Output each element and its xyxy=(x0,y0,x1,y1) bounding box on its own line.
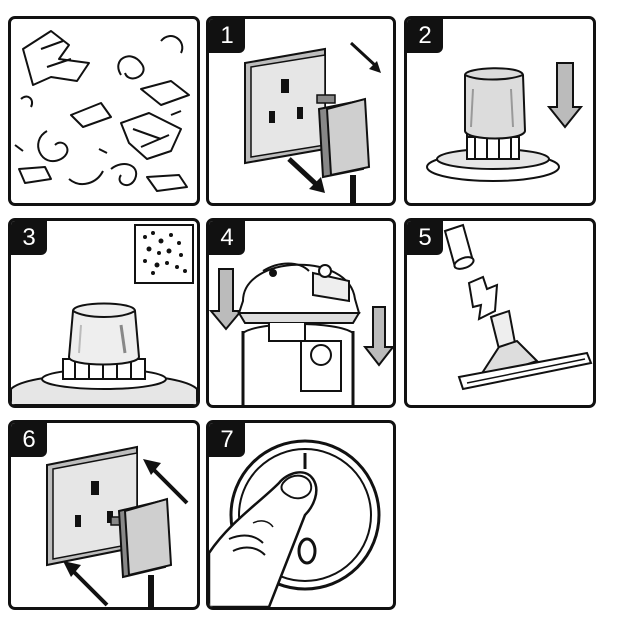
debris-illustration xyxy=(14,30,190,192)
step-number-badge: 6 xyxy=(11,423,47,457)
step-number-badge: 5 xyxy=(407,221,443,255)
step-number-badge: 2 xyxy=(407,19,443,53)
attach-nozzle-illustration xyxy=(443,223,593,391)
panel-step-3: 3 xyxy=(8,218,200,408)
panel-step-7: 7 xyxy=(206,420,396,610)
filter-cleaning-illustration xyxy=(11,224,197,405)
panel-step-6: 6 xyxy=(8,420,200,610)
panel-step-4: 4 xyxy=(206,218,396,408)
power-switch-illustration xyxy=(209,439,381,607)
unplug-socket-illustration xyxy=(244,41,381,203)
step-number-badge: 7 xyxy=(209,423,245,457)
panel-step-1: 1 xyxy=(206,16,396,206)
lid-assembly-illustration xyxy=(209,262,393,405)
step-number-badge: 1 xyxy=(209,19,245,53)
step-number-badge: 3 xyxy=(11,221,47,255)
panel-debris xyxy=(8,16,200,206)
panel-step-5: 5 xyxy=(404,218,596,408)
step-number-badge: 4 xyxy=(209,221,245,255)
filter-bag-illustration xyxy=(426,62,584,182)
plug-socket-illustration xyxy=(46,445,189,607)
panel-step-2: 2 xyxy=(404,16,596,206)
